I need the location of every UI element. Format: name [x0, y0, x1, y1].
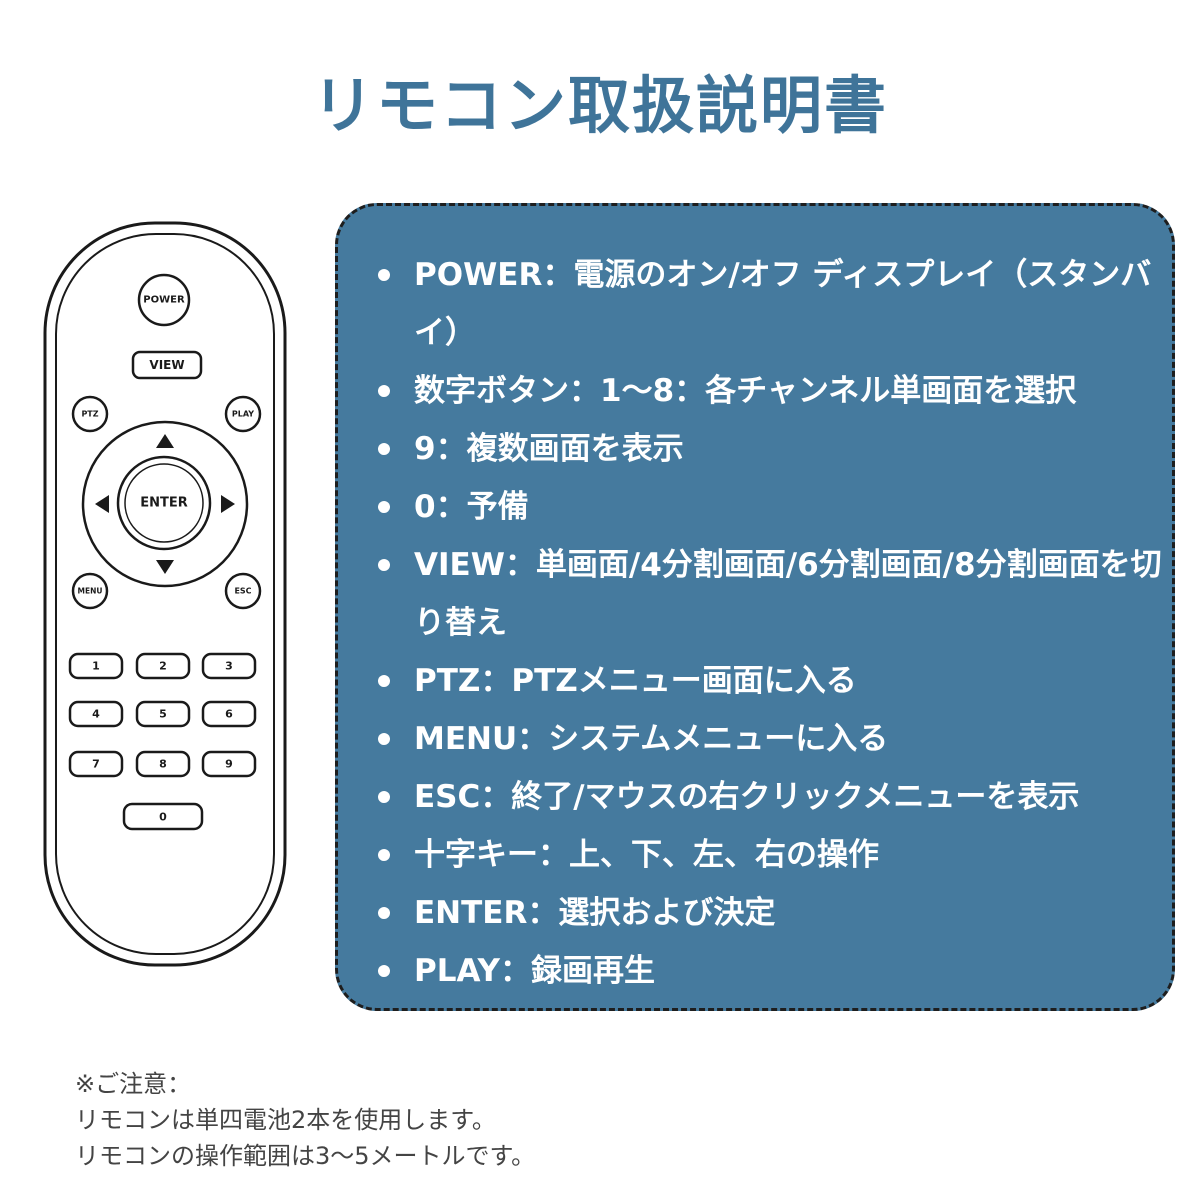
digit-label: 8 — [159, 758, 167, 771]
bullet-icon — [378, 559, 390, 571]
ptz-button[interactable]: PTZ — [71, 395, 109, 433]
up-arrow-icon[interactable] — [156, 434, 174, 448]
instruction-text: VIEW：単画面/4分割画面/6分割画面/8分割画面を切り替え — [414, 547, 1162, 641]
digit-label: 7 — [92, 758, 100, 771]
instruction-item: PTZ：PTZメニュー画面に入る — [376, 652, 1162, 710]
digit-label: 5 — [159, 708, 167, 721]
digit-button-6[interactable]: 6 — [201, 700, 257, 728]
view-button[interactable]: VIEW — [131, 350, 203, 380]
instruction-text: 0：予備 — [414, 489, 529, 525]
digit-label: 4 — [92, 708, 100, 721]
instruction-text: POWER：電源のオン/オフ ディスプレイ（スタンバイ） — [414, 257, 1152, 351]
bullet-icon — [378, 791, 390, 803]
digit-button-3[interactable]: 3 — [201, 652, 257, 680]
play-button-label: PLAY — [232, 410, 254, 419]
view-button-label: VIEW — [149, 358, 184, 372]
bullet-icon — [378, 675, 390, 687]
down-arrow-icon[interactable] — [156, 560, 174, 574]
ptz-button-label: PTZ — [81, 410, 98, 419]
digit-label: 9 — [225, 758, 233, 771]
instruction-text: PLAY：録画再生 — [414, 953, 655, 989]
digit-button-8[interactable]: 8 — [135, 750, 191, 778]
digit-button-4[interactable]: 4 — [68, 700, 124, 728]
instruction-item: ENTER：選択および決定 — [376, 884, 1162, 942]
notes-line: リモコンの操作範囲は3～5メートルです。 — [75, 1142, 536, 1170]
notes-heading: ※ご注意： — [75, 1070, 192, 1098]
bullet-icon — [378, 269, 390, 281]
instruction-item: ESC：終了/マウスの右クリックメニューを表示 — [376, 768, 1162, 826]
digit-label: 1 — [92, 660, 100, 673]
digit-label: 0 — [159, 811, 167, 824]
instruction-text: ENTER：選択および決定 — [414, 895, 776, 931]
instruction-item: 数字ボタン：1～8：各チャンネル単画面を選択 — [376, 362, 1162, 420]
digit-label: 2 — [159, 660, 167, 673]
remote-control-illustration: POWER VIEW PTZ PLAY — [40, 218, 290, 970]
instruction-item: 9：複数画面を表示 — [376, 420, 1162, 478]
esc-button-label: ESC — [234, 587, 251, 596]
instruction-item: 0：予備 — [376, 478, 1162, 536]
digit-button-5[interactable]: 5 — [135, 700, 191, 728]
digit-label: 6 — [225, 708, 233, 721]
notes-line: リモコンは単四電池2本を使用します。 — [75, 1106, 496, 1134]
bullet-icon — [378, 385, 390, 397]
power-button-label: POWER — [143, 295, 185, 306]
bullet-icon — [378, 849, 390, 861]
page-title: リモコン取扱説明書 — [311, 69, 888, 142]
instruction-item: VIEW：単画面/4分割画面/6分割画面/8分割画面を切り替え — [376, 536, 1162, 652]
bullet-icon — [378, 965, 390, 977]
digit-button-0[interactable]: 0 — [122, 802, 204, 831]
instruction-item: POWER：電源のオン/オフ ディスプレイ（スタンバイ） — [376, 246, 1162, 362]
instruction-item: 十字キー：上、下、左、右の操作 — [376, 826, 1162, 884]
instruction-text: 十字キー：上、下、左、右の操作 — [414, 837, 879, 873]
digit-button-1[interactable]: 1 — [68, 652, 124, 680]
instruction-text: 数字ボタン：1～8：各チャンネル単画面を選択 — [414, 373, 1077, 409]
bullet-icon — [378, 733, 390, 745]
instruction-item: PLAY：録画再生 — [376, 942, 1162, 1000]
menu-button-label: MENU — [78, 587, 103, 596]
instruction-text: PTZ：PTZメニュー画面に入る — [414, 663, 857, 699]
bullet-icon — [378, 501, 390, 513]
digit-button-9[interactable]: 9 — [201, 750, 257, 778]
instruction-item: MENU：システムメニューに入る — [376, 710, 1162, 768]
digit-label: 3 — [225, 660, 233, 673]
instruction-text: ESC：終了/マウスの右クリックメニューを表示 — [414, 779, 1080, 815]
digit-button-2[interactable]: 2 — [135, 652, 191, 680]
digit-button-7[interactable]: 7 — [68, 750, 124, 778]
instruction-text: 9：複数画面を表示 — [414, 431, 684, 467]
bullet-icon — [378, 907, 390, 919]
power-button[interactable]: POWER — [137, 273, 191, 327]
esc-button[interactable]: ESC — [224, 572, 262, 610]
instruction-panel: POWER：電源のオン/オフ ディスプレイ（スタンバイ） 数字ボタン：1～8：各… — [335, 203, 1175, 1011]
bullet-icon — [378, 443, 390, 455]
play-button[interactable]: PLAY — [224, 395, 262, 433]
instruction-list: POWER：電源のオン/オフ ディスプレイ（スタンバイ） 数字ボタン：1～8：各… — [376, 246, 1162, 1000]
menu-button[interactable]: MENU — [71, 572, 109, 610]
enter-button-label: ENTER — [140, 496, 188, 511]
enter-button[interactable]: ENTER — [116, 455, 212, 551]
instruction-text: MENU：システムメニューに入る — [414, 721, 889, 757]
left-arrow-icon[interactable] — [95, 495, 109, 513]
notes-section: ※ご注意： リモコンは単四電池2本を使用します。 リモコンの操作範囲は3～5メー… — [75, 1066, 1155, 1174]
right-arrow-icon[interactable] — [221, 495, 235, 513]
